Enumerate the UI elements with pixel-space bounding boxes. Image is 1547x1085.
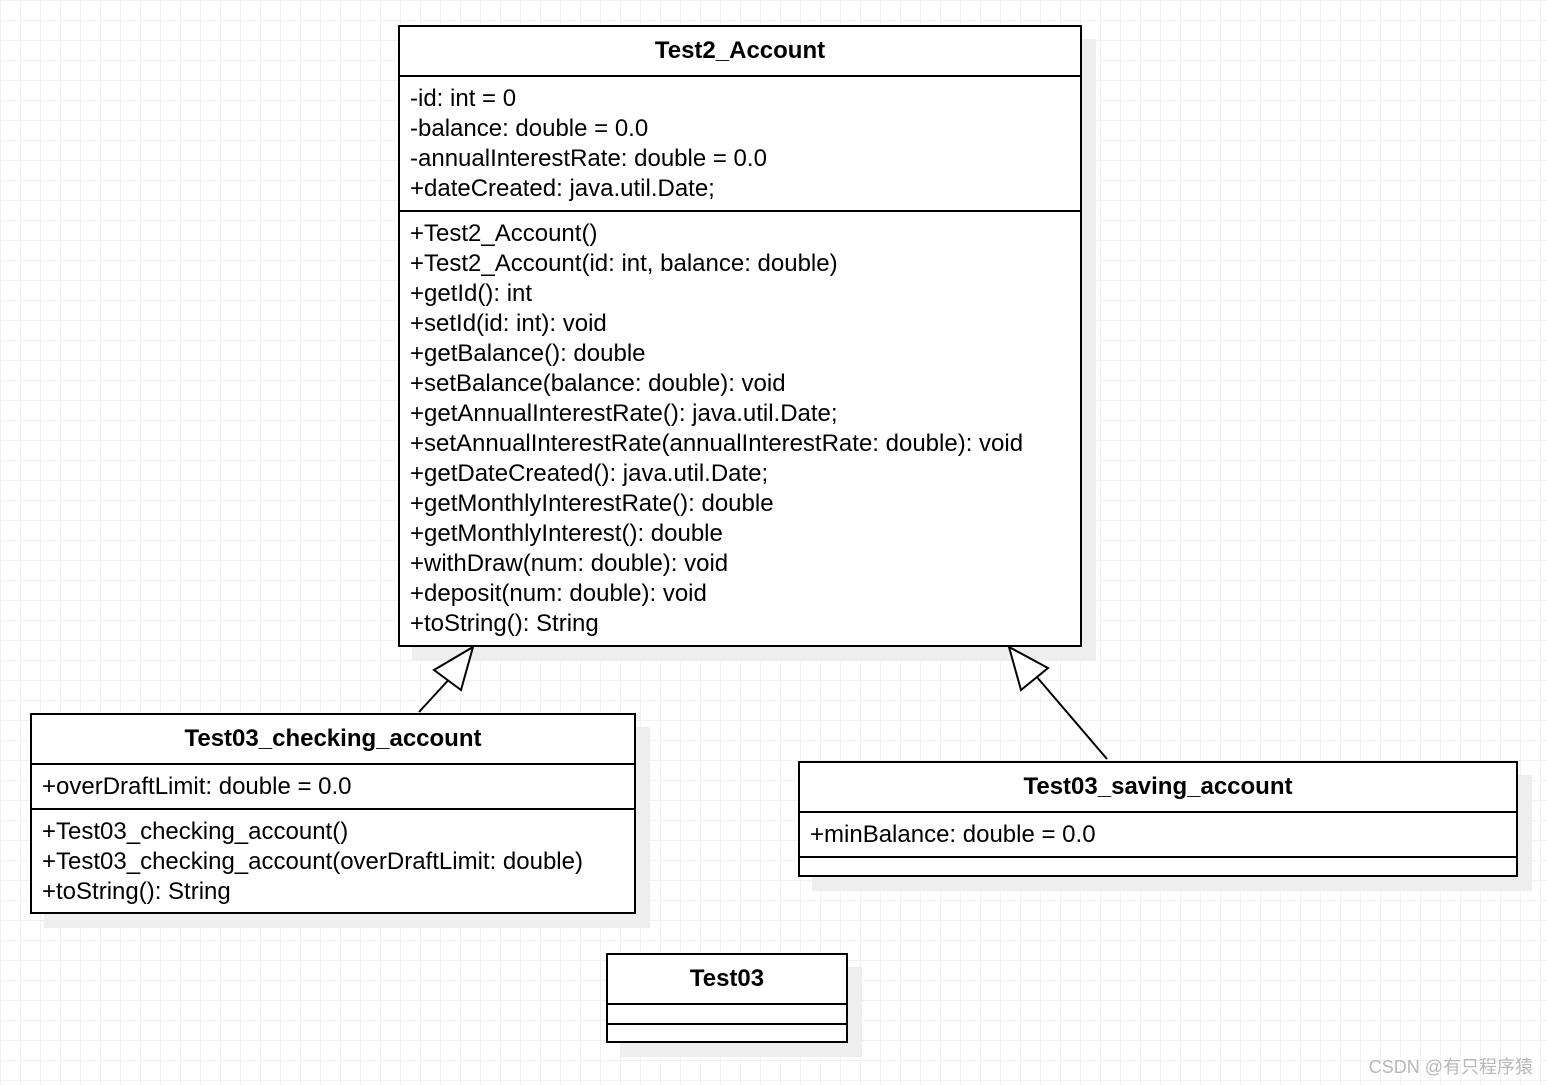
method: +getDateCreated(): java.util.Date; bbox=[410, 460, 769, 487]
watermark: CSDN @有只程序猿 bbox=[1368, 1057, 1533, 1077]
class-name: Test03_checking_account bbox=[32, 715, 634, 765]
class-test03-checking-account[interactable]: Test03_checking_account +overDraftLimit:… bbox=[30, 713, 636, 914]
attribute: +minBalance: double = 0.0 bbox=[810, 821, 1096, 848]
method: +getId(): int bbox=[410, 280, 533, 307]
attributes-section: -id: int = 0 -balance: double = 0.0 -ann… bbox=[400, 77, 1080, 210]
generalization-arrow-checking bbox=[418, 644, 475, 713]
attribute: +overDraftLimit: double = 0.0 bbox=[42, 773, 352, 800]
method: +getAnnualInterestRate(): java.util.Date… bbox=[410, 400, 838, 427]
method: +setId(id: int): void bbox=[410, 310, 607, 337]
method: +setAnnualInterestRate(annualInterestRat… bbox=[410, 430, 1024, 457]
methods-section bbox=[800, 856, 1516, 874]
attributes-section: +overDraftLimit: double = 0.0 bbox=[32, 765, 634, 808]
class-test03[interactable]: Test03 bbox=[606, 953, 848, 1043]
method: +Test2_Account() bbox=[410, 220, 598, 247]
method: +Test2_Account(id: int, balance: double) bbox=[410, 250, 838, 277]
class-test2-account[interactable]: Test2_Account -id: int = 0 -balance: dou… bbox=[398, 25, 1082, 647]
method: +Test03_checking_account(overDraftLimit:… bbox=[42, 848, 583, 875]
attribute: -balance: double = 0.0 bbox=[410, 115, 649, 142]
method: +getMonthlyInterestRate(): double bbox=[410, 490, 774, 517]
method: +getBalance(): double bbox=[410, 340, 646, 367]
class-test03-saving-account[interactable]: Test03_saving_account +minBalance: doubl… bbox=[798, 761, 1518, 877]
class-name: Test2_Account bbox=[400, 27, 1080, 77]
methods-section bbox=[608, 1023, 846, 1041]
arrowhead-icon bbox=[1007, 645, 1050, 692]
class-name: Test03 bbox=[608, 955, 846, 1005]
method: +Test03_checking_account() bbox=[42, 818, 349, 845]
methods-section: +Test03_checking_account() +Test03_check… bbox=[32, 808, 634, 913]
attribute: +dateCreated: java.util.Date; bbox=[410, 175, 715, 202]
attribute: -id: int = 0 bbox=[410, 85, 517, 112]
class-name: Test03_saving_account bbox=[800, 763, 1516, 813]
attribute: -annualInterestRate: double = 0.0 bbox=[410, 145, 767, 172]
arrowhead-icon bbox=[432, 644, 475, 692]
method: +toString(): String bbox=[410, 610, 599, 637]
method: +withDraw(num: double): void bbox=[410, 550, 729, 577]
method: +deposit(num: double): void bbox=[410, 580, 707, 607]
methods-section: +Test2_Account() +Test2_Account(id: int,… bbox=[400, 210, 1080, 645]
method: +toString(): String bbox=[42, 878, 231, 905]
method: +setBalance(balance: double): void bbox=[410, 370, 786, 397]
generalization-arrow-saving bbox=[1007, 645, 1108, 760]
method: +getMonthlyInterest(): double bbox=[410, 520, 723, 547]
attributes-section: +minBalance: double = 0.0 bbox=[800, 813, 1516, 856]
